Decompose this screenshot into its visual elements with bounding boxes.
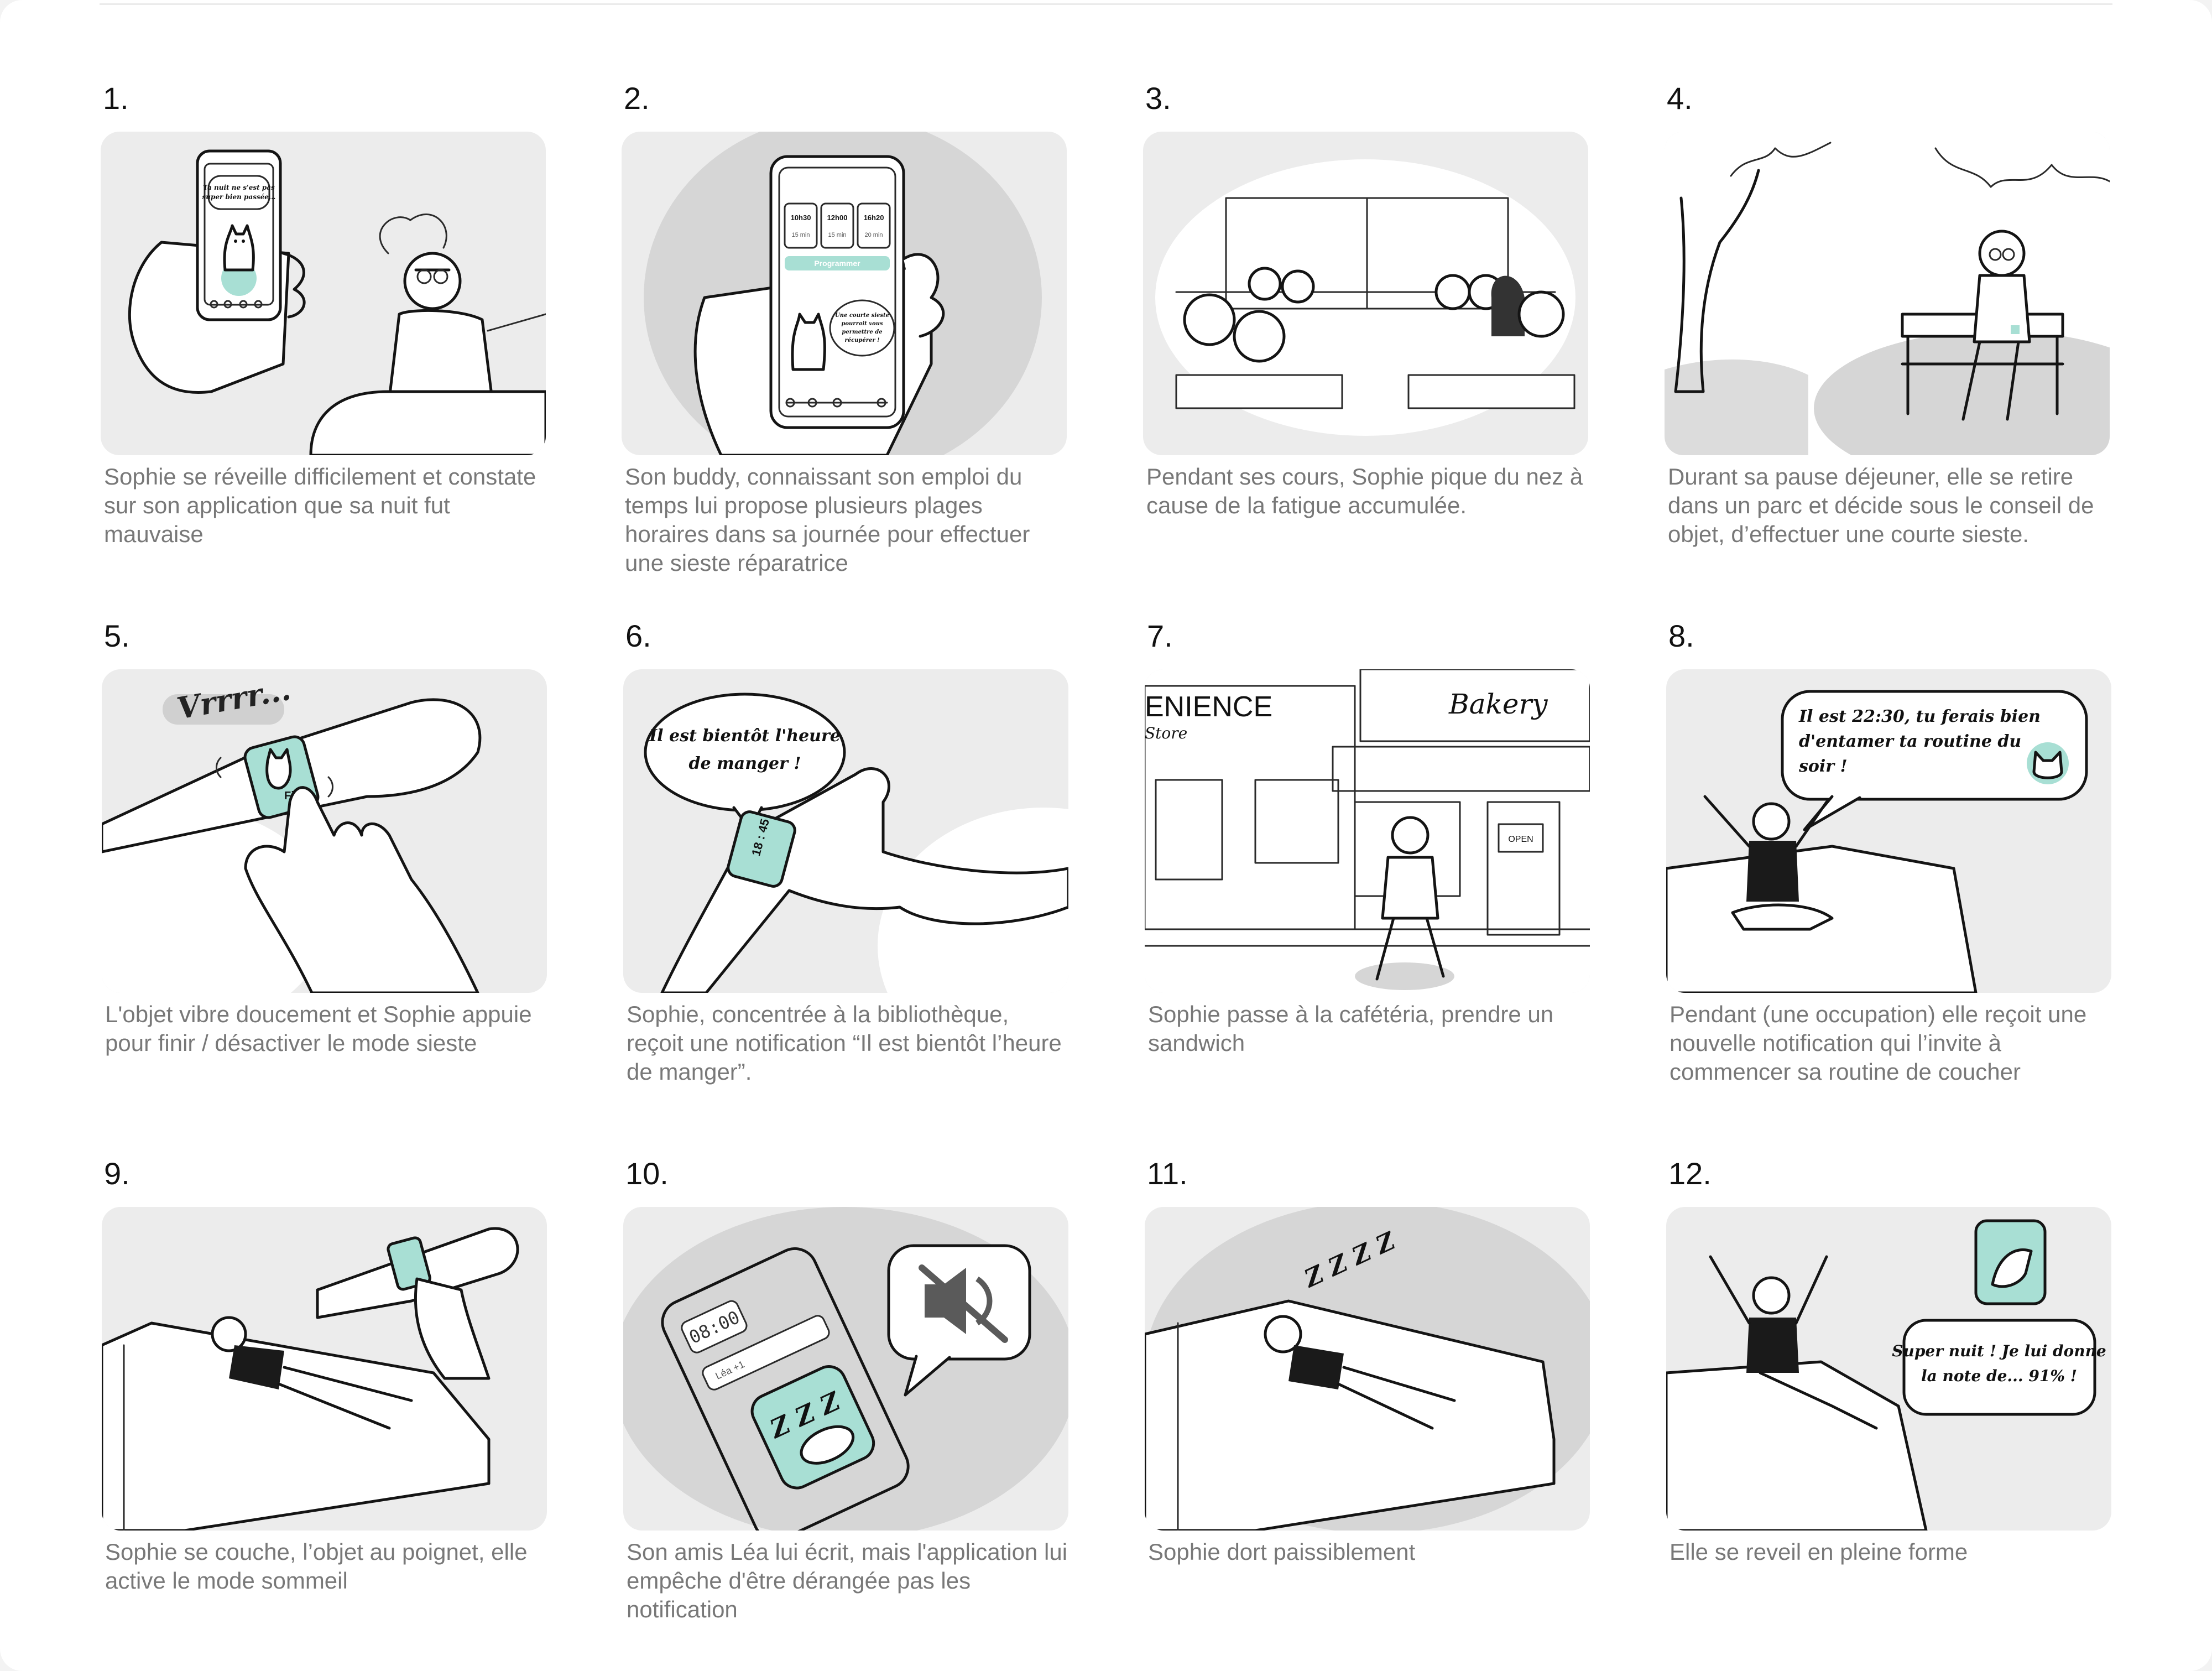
illustration-park-bench (1665, 132, 2110, 455)
mute-icon (919, 1264, 1008, 1343)
illustration-phone-in-hand: Ta nuit ne s'est pas super bien passée..… (128, 149, 546, 455)
top-divider (100, 3, 2112, 5)
illustration-do-not-disturb: 08:00 Léa +1 Z Z Z (623, 1207, 1068, 1531)
user-icon (254, 300, 263, 309)
bubble-line-3: soir ! (1798, 757, 1848, 776)
bubble-line-3: permettre de (842, 329, 882, 335)
panel-caption: Sophie se couche, l’objet au poignet, el… (105, 1539, 528, 1594)
illustration-bedtime-notice: Il est 22:30, tu ferais bien d'entamer t… (1666, 690, 2088, 993)
store-sign: ENIENCE (1145, 691, 1272, 723)
illustration-classroom (1155, 159, 1575, 436)
cat-icon (1991, 1248, 2033, 1288)
slot-time: 12h00 (827, 214, 848, 222)
search-icon (223, 300, 232, 309)
bubble-line-2: pourrait vous (841, 321, 883, 327)
panel-number: 6. (625, 618, 651, 653)
panel-caption: Pendant (une occupation) elle reçoit une… (1670, 1001, 2087, 1085)
panel-caption: L'objet vibre doucement et Sophie appuie… (105, 1001, 532, 1056)
illustration-wake-up: Super nuit ! Je lui donne la note de... … (1666, 1219, 2106, 1531)
bakery-sign: Bakery (1448, 688, 1548, 720)
cat-icon (223, 224, 255, 272)
slot-time: 16h20 (864, 214, 884, 222)
door-sign: OPEN (1508, 835, 1533, 844)
panel-illustration: Il est bientôt l'heure de manger ! 18 : … (623, 669, 1068, 993)
panel-illustration: 10h30 15 min 12h00 15 min 16h20 20 min P… (622, 132, 1067, 455)
illustration-sleeping: Z Z Z Z (1145, 1207, 1590, 1531)
bubble-line-2: la note de... 91% ! (1921, 1367, 2077, 1385)
phone-icon (769, 155, 905, 429)
bubble-line-4: récupérer ! (844, 337, 879, 343)
cat-icon (800, 1425, 855, 1465)
panel-caption: Sophie, concentrée à la bibliothèque, re… (627, 1001, 1062, 1085)
panel-number: 5. (104, 618, 130, 653)
illustration-storefront: ENIENCE Store Bakery OPEN (1145, 669, 1590, 993)
panel-caption: Elle se reveil en pleine forme (1670, 1539, 1968, 1565)
search-icon (807, 398, 817, 408)
home-icon (785, 398, 795, 408)
plus-icon (832, 398, 842, 408)
program-button-label: Programmer (814, 259, 860, 268)
panel-number: 4. (1667, 81, 1693, 116)
panel-illustration (1143, 132, 1588, 455)
plus-icon (239, 300, 248, 309)
panel-illustration: Z Z Z Z (1145, 1207, 1590, 1531)
panel-illustration: 08:00 Léa +1 Z Z Z (623, 1207, 1068, 1531)
notification-card[interactable] (701, 1314, 831, 1392)
panel-caption: Son buddy, connaissant son emploi du tem… (625, 464, 1030, 576)
bubble-line-2: super bien passée... (202, 193, 276, 201)
panel-caption: Pendant ses cours, Sophie pique du nez à… (1146, 464, 1583, 518)
illustration-watch-vibrate: Vrrrr... Fin (102, 671, 482, 993)
panel-caption: Son amis Léa lui écrit, mais l'applicati… (627, 1539, 1068, 1622)
panel-number: 10. (625, 1156, 669, 1191)
panel-caption: Sophie passe à la cafétéria, prendre un … (1148, 1001, 1554, 1056)
slot-card-2[interactable] (820, 202, 854, 249)
panel-number: 1. (103, 81, 129, 116)
panel-illustration (102, 1207, 547, 1531)
panel-caption: Sophie se réveille difficilement et cons… (104, 464, 536, 547)
panel-number: 12. (1668, 1156, 1712, 1191)
illustration-meal-reminder: Il est bientôt l'heure de manger ! 18 : … (644, 693, 1068, 993)
bubble-line-1: Il est bientôt l'heure (649, 726, 841, 746)
panel-illustration (1665, 132, 2110, 455)
program-button[interactable] (785, 256, 890, 270)
slot-duration: 20 min (864, 232, 883, 238)
panel-illustration: Il est 22:30, tu ferais bien d'entamer t… (1666, 669, 2111, 993)
panel-number: 3. (1145, 81, 1171, 116)
slot-card-3[interactable] (857, 202, 891, 249)
panel-caption: Sophie dort paissiblement (1148, 1539, 1416, 1565)
panel-caption: Durant sa pause déjeuner, elle se retire… (1668, 464, 2094, 547)
illustration-sleep-mode (102, 1227, 519, 1531)
panel-number: 11. (1147, 1156, 1188, 1191)
bubble-line-1: Une courte sieste (835, 313, 889, 319)
panel-number: 9. (104, 1156, 130, 1191)
home-icon (210, 300, 218, 309)
bubble-line-2: de manger ! (689, 754, 801, 773)
panel-number: 7. (1147, 618, 1173, 653)
slot-time: 10h30 (791, 214, 811, 222)
slot-card-1[interactable] (784, 202, 818, 249)
bubble-line-1: Super nuit ! Je lui donne (1892, 1342, 2106, 1360)
cat-icon (791, 313, 826, 371)
panel-number: 8. (1668, 618, 1694, 653)
panel-illustration: ENIENCE Store Bakery OPEN (1145, 669, 1590, 993)
slot-duration: 15 min (791, 232, 810, 238)
bubble-line-1: Il est 22:30, tu ferais bien (1798, 707, 2041, 726)
store-subsign: Store (1145, 724, 1187, 742)
cat-icon (265, 748, 292, 790)
watch-icon: 18 : 45 (727, 810, 796, 888)
slot-duration: 15 min (828, 232, 846, 238)
panel-illustration: Super nuit ! Je lui donne la note de... … (1666, 1207, 2111, 1531)
cat-icon (2032, 751, 2063, 779)
panel-illustration: Ta nuit ne s'est pas super bien passée..… (101, 132, 546, 455)
illustration-nap-scheduler: 10h30 15 min 12h00 15 min 16h20 20 min P… (644, 132, 1042, 455)
panel-illustration: Vrrrr... Fin (102, 669, 547, 993)
phone-icon: 08:00 Léa +1 Z Z Z (661, 1247, 910, 1531)
bubble-line-2: d'entamer ta routine du (1799, 732, 2021, 751)
user-icon (877, 398, 886, 408)
bubble-line-1: Ta nuit ne s'est pas (203, 184, 275, 191)
panel-number: 2. (624, 81, 650, 116)
